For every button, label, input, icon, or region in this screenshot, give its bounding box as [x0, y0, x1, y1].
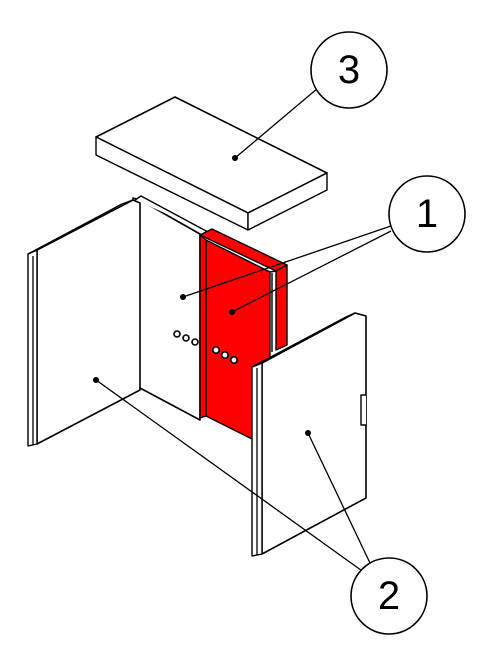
callout-2: 2	[350, 557, 428, 635]
callout-1: 1	[388, 175, 466, 253]
left-side-panel-part	[27, 199, 141, 447]
red-panel-left-edge	[199, 234, 207, 419]
callout-2-label: 2	[378, 574, 400, 618]
top-slab-part	[95, 96, 328, 231]
red-panel-right-strip	[275, 264, 288, 351]
callout-3: 3	[310, 31, 388, 109]
callout-3-label: 3	[338, 48, 360, 92]
callout-1-label: 1	[416, 192, 438, 236]
leader-lines	[95, 87, 392, 574]
right-side-panel-part	[251, 312, 367, 557]
